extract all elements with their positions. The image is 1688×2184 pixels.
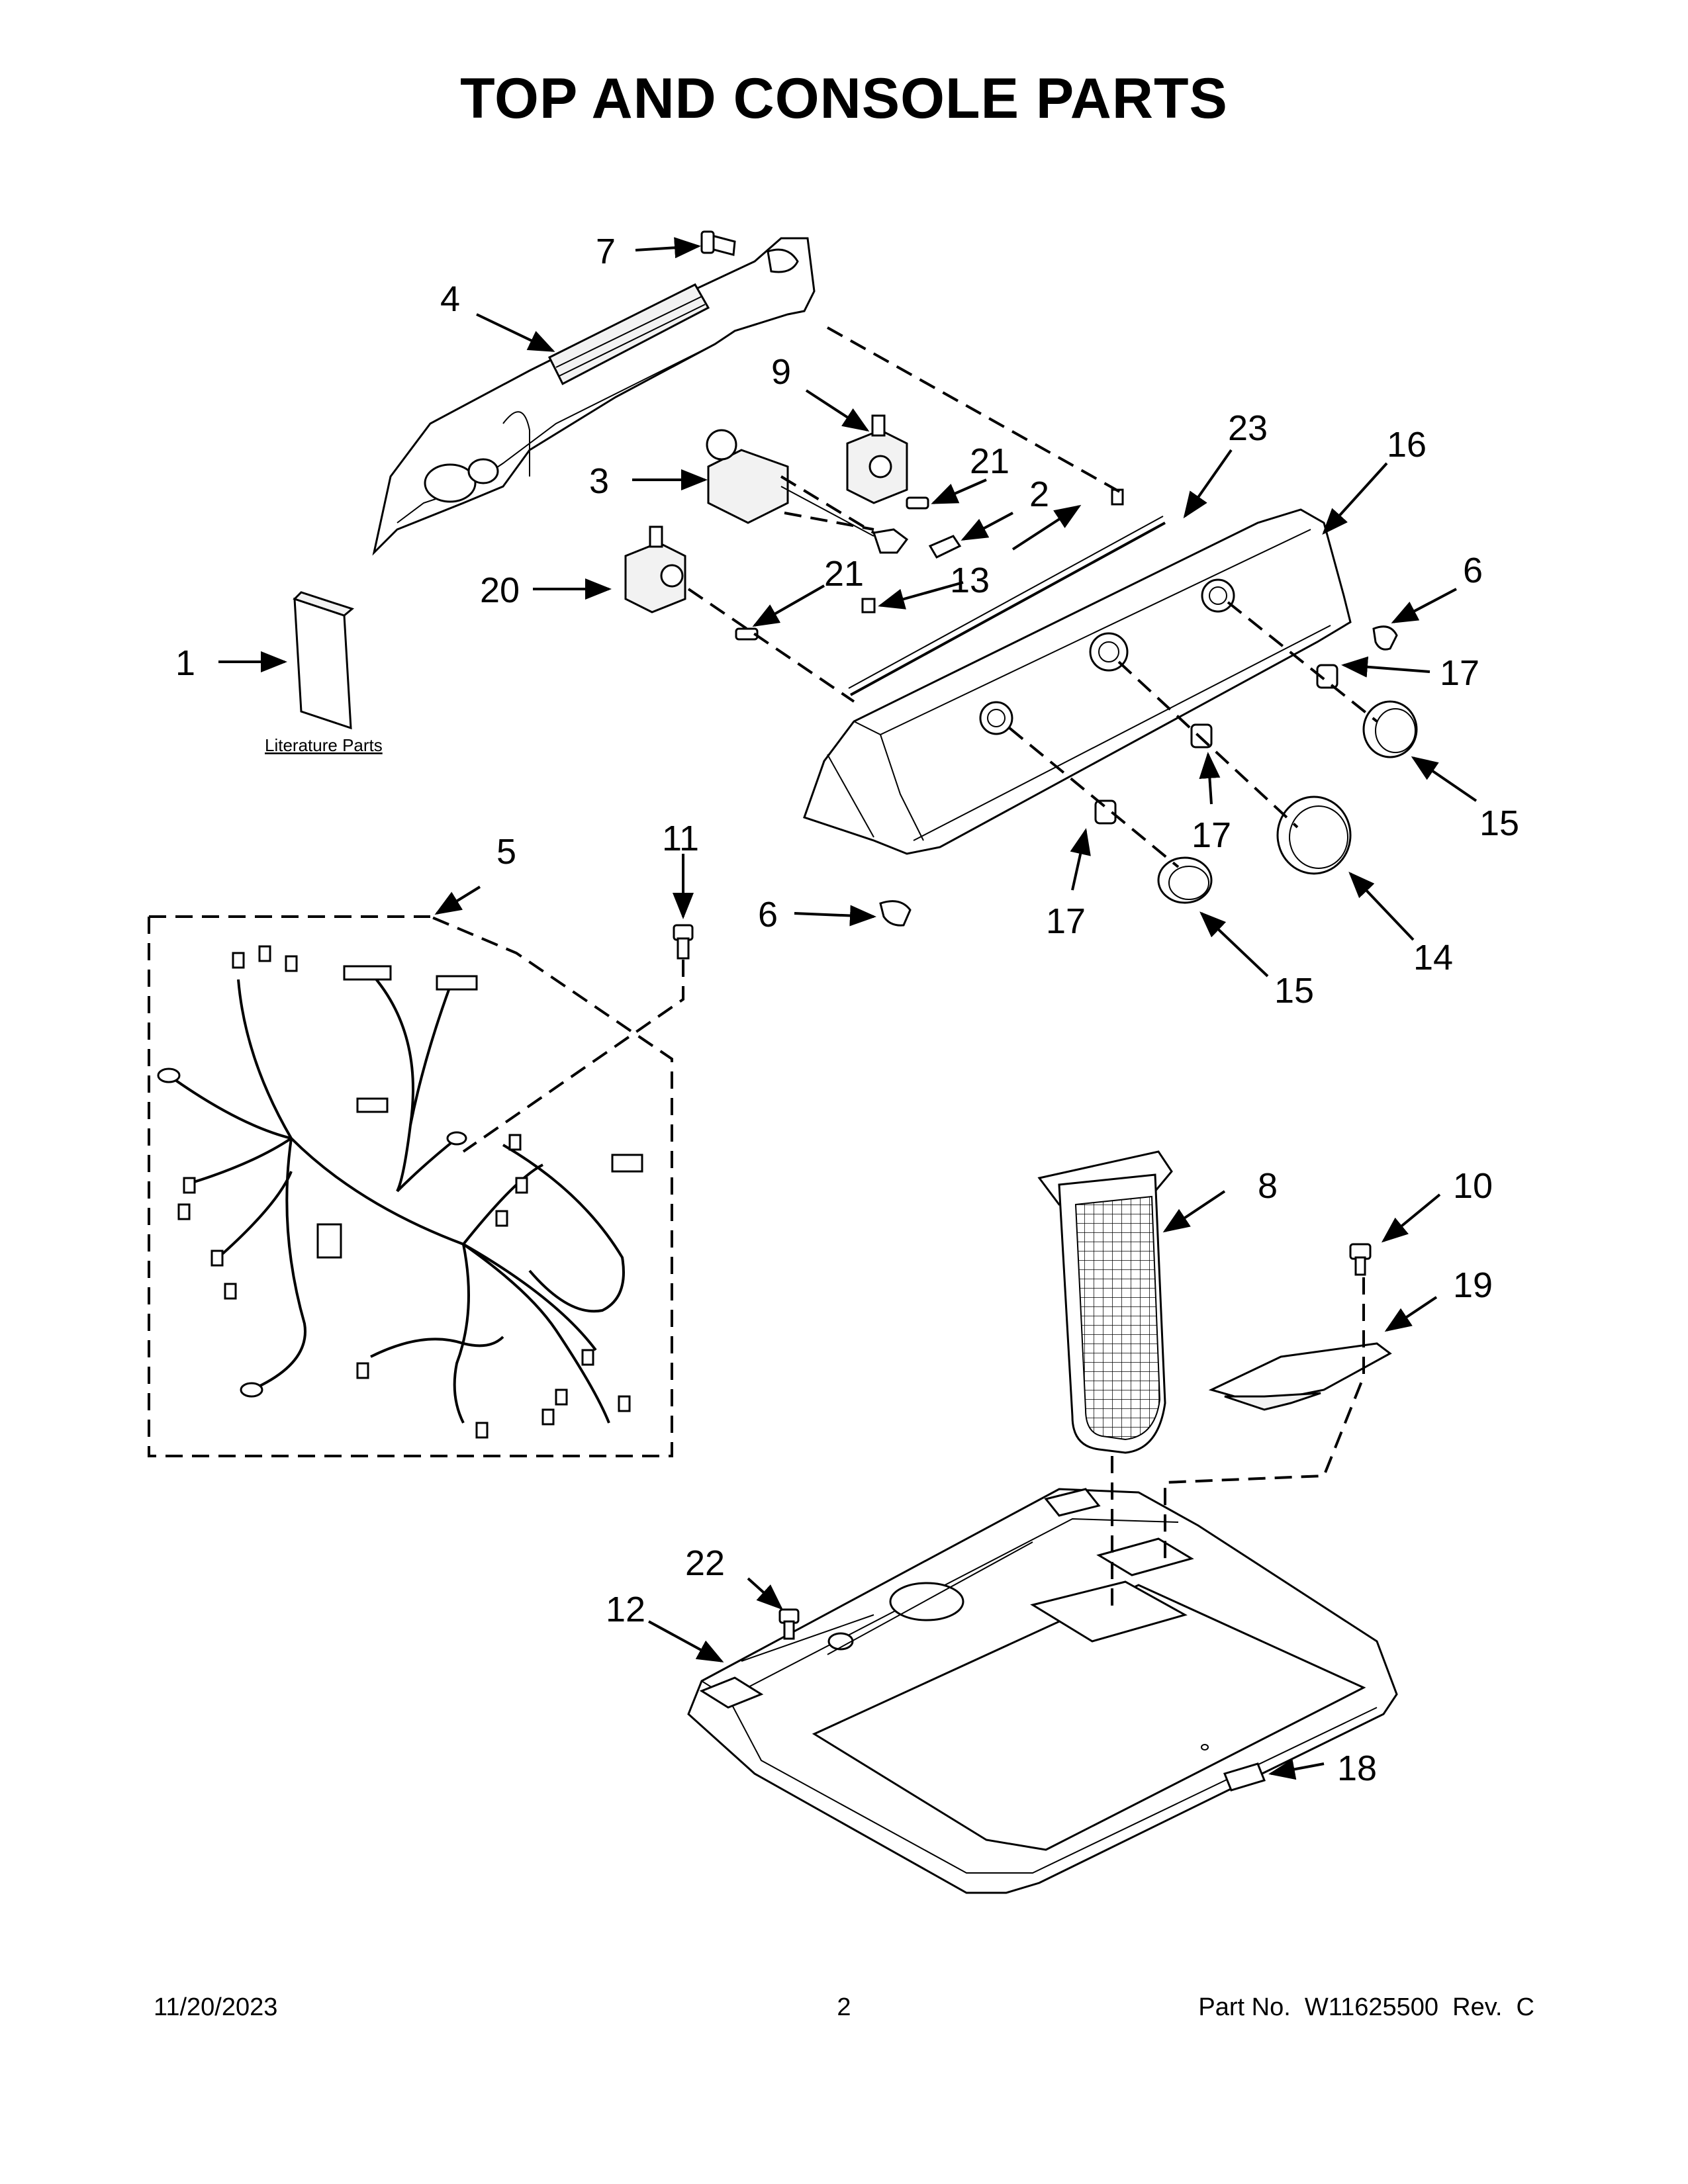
callout-3: 3 [589, 461, 609, 501]
insert-part-17c [1094, 799, 1117, 825]
callout-20: 20 [480, 570, 520, 610]
callout-11: 11 [662, 819, 699, 858]
callout-6a: 6 [1463, 551, 1483, 590]
insert-part-17a [1316, 664, 1338, 689]
rotary-switch-part-9 [846, 414, 908, 504]
clip-part-6a [1372, 625, 1398, 651]
control-console-part-16 [803, 508, 1352, 855]
callout-6b: 6 [758, 895, 778, 934]
callout-5: 5 [496, 832, 516, 872]
callout-23: 23 [1228, 408, 1268, 448]
callout-16: 16 [1387, 425, 1427, 465]
top-panel-part-12 [687, 1488, 1398, 1894]
callout-15b: 15 [1274, 971, 1314, 1011]
screw-part-21b [735, 627, 759, 641]
console-back-panel [372, 237, 816, 556]
footer-part-number: Part No. W11625500 Rev. C [1198, 1993, 1534, 2021]
callout-2: 2 [1029, 475, 1049, 514]
literature-parts-label: Literature Parts [265, 735, 383, 755]
clip-part-6b [879, 900, 912, 927]
callout-13: 13 [950, 561, 990, 600]
bracket-part-2 [928, 535, 962, 559]
knob-part-15b [1157, 856, 1213, 904]
callout-18: 18 [1337, 1749, 1377, 1788]
clip-part-13 [861, 598, 876, 614]
callout-19: 19 [1453, 1265, 1493, 1305]
lint-screen-part-8 [1037, 1150, 1173, 1454]
dashed-leaders [462, 326, 1378, 1608]
callout-21b: 21 [824, 554, 864, 594]
callout-21a: 21 [970, 441, 1009, 481]
callout-17b: 17 [1192, 815, 1231, 855]
callout-14: 14 [1413, 938, 1453, 978]
callout-10: 10 [1453, 1166, 1493, 1206]
callout-4: 4 [440, 279, 460, 319]
footer-date: 11/20/2023 [154, 1993, 278, 2021]
badge-part-18 [1201, 1744, 1266, 1792]
screw-part-22 [778, 1608, 800, 1640]
callout-17a: 17 [1440, 653, 1479, 693]
callout-22: 22 [685, 1543, 725, 1583]
rotary-switch-part-20 [624, 525, 686, 614]
screw-part-7 [700, 230, 736, 256]
screw-part-10 [1349, 1243, 1372, 1276]
callout-1: 1 [175, 643, 195, 683]
callout-arrows [218, 237, 1477, 1780]
callout-7: 7 [596, 232, 616, 271]
knob-part-14 [1276, 796, 1352, 875]
callout-17c: 17 [1046, 901, 1086, 941]
callout-8: 8 [1258, 1166, 1278, 1206]
callout-15a: 15 [1479, 803, 1519, 843]
screw-part-11 [673, 924, 694, 960]
control-switch-part-3 [706, 429, 909, 554]
knob-part-15a [1362, 700, 1418, 758]
literature-part-1 [293, 591, 355, 730]
page-title: TOP AND CONSOLE PARTS [460, 67, 1228, 130]
cover-plate-part-19 [1208, 1342, 1392, 1411]
wire-harness-part-5 [148, 915, 673, 1457]
footer-page-number: 2 [837, 1993, 851, 2021]
callout-12: 12 [606, 1590, 645, 1629]
callout-9: 9 [771, 352, 791, 392]
callout-numbers: 7 4 9 3 21 2 23 16 6 20 21 13 17 1 Liter… [175, 232, 1519, 1788]
screw-part-21a [906, 496, 929, 510]
